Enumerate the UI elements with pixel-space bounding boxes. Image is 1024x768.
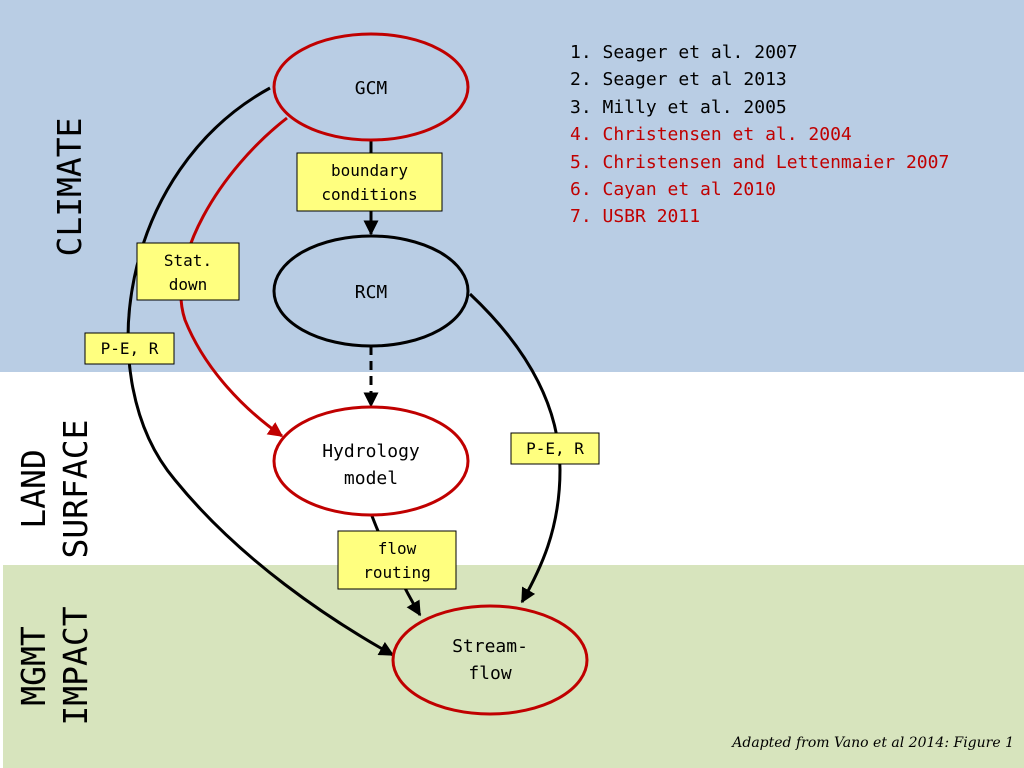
reference-list: 1. Seager et al. 2007 2. Seager et al 20… (570, 39, 949, 231)
pe-r-left-label: P-E, R (101, 339, 159, 358)
reference-item: 7. USBR 2011 (570, 206, 701, 228)
stat-line1: Stat. (164, 251, 212, 270)
gcm-label: GCM (355, 78, 388, 99)
rcm-label: RCM (355, 282, 388, 303)
hydrology-label-line2: model (344, 468, 398, 489)
streamflow-node: Stream- flow (391, 604, 589, 716)
boundary-line1: boundary (331, 161, 408, 180)
reference-item: 5. Christensen and Lettenmaier 2007 (570, 151, 950, 173)
gcm-to-hydrology-arrow (179, 116, 288, 438)
hydrology-label-line1: Hydrology (322, 441, 420, 462)
streamflow-label-line1: Stream- (452, 636, 528, 657)
reference-item: 4. Christensen et al. 2004 (570, 124, 852, 146)
pe-r-right-label: P-E, R (526, 439, 584, 458)
hydrology-model-node: Hydrology model (272, 405, 470, 517)
reference-item: 3. Milly et al. 2005 (570, 96, 787, 118)
source-caption: Adapted from Vano et al 2014: Figure 1 (732, 735, 1014, 751)
flow-line2: routing (363, 563, 430, 582)
streamflow-label-line2: flow (468, 663, 512, 684)
rcm-to-streamflow-arrow (468, 292, 562, 604)
reference-item: 2. Seager et al 2013 (570, 69, 787, 91)
gcm-to-streamflow-arrow (126, 86, 395, 657)
reference-item: 6. Cayan et al 2010 (570, 179, 776, 201)
flow-line1: flow (378, 539, 417, 558)
boundary-line2: conditions (321, 185, 417, 204)
pe-r-left-box: P-E, R (84, 332, 175, 365)
boundary-conditions-box: boundary conditions (296, 152, 443, 212)
stat-line2: down (169, 275, 208, 294)
gcm-node: GCM (272, 32, 470, 142)
reference-item: 1. Seager et al. 2007 (570, 42, 798, 63)
stat-down-box: Stat. down (136, 242, 240, 301)
pe-r-right-box: P-E, R (510, 432, 600, 465)
flow-routing-box: flow routing (337, 530, 457, 590)
rcm-node: RCM (272, 234, 470, 348)
land-surface-band (0, 372, 1024, 565)
